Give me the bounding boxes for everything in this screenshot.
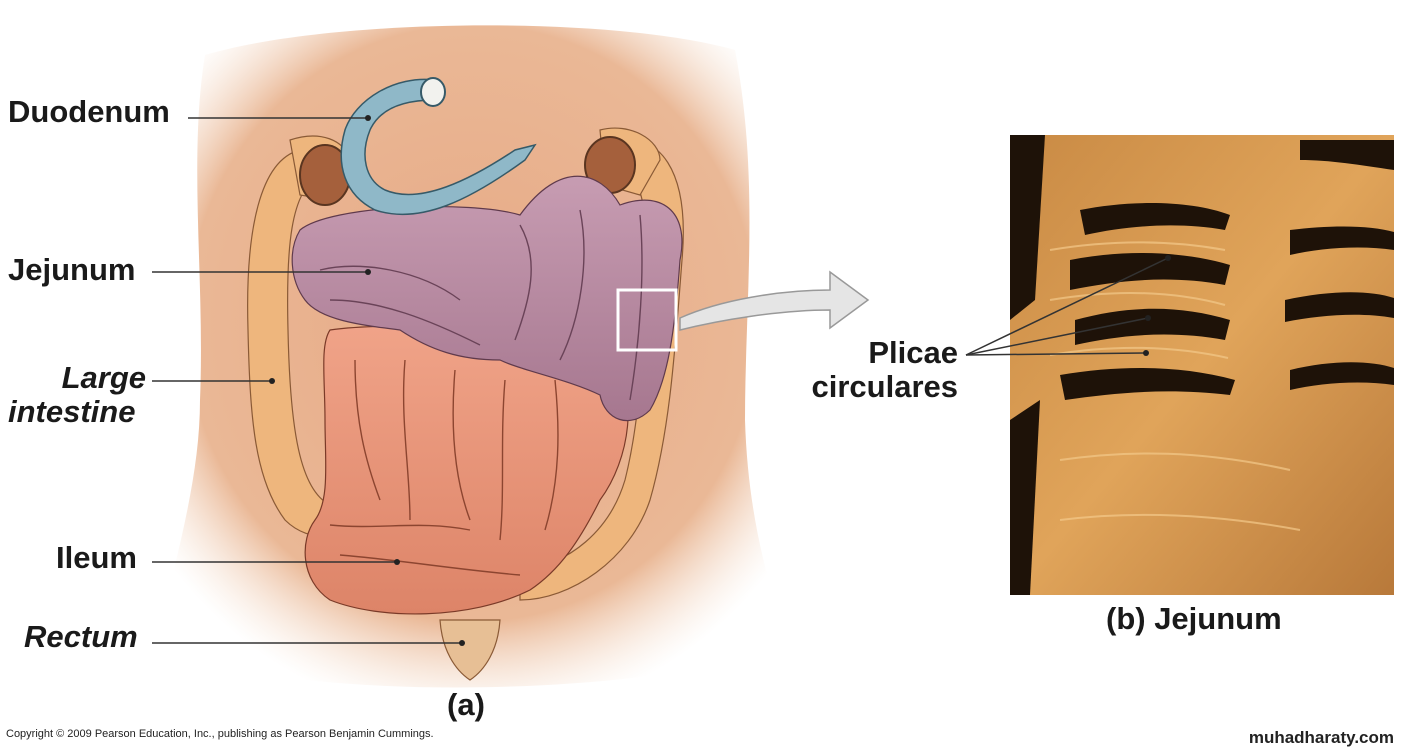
leader-dots [269,115,1171,646]
panel-b-caption: (b) Jejunum [1106,601,1282,636]
duodenum-cut [420,77,446,107]
label-large-intestine-line2: intestine [8,394,136,429]
label-plicae-line2: circulares [811,369,959,404]
label-rectum: Rectum [24,619,138,654]
jejunum-folds [319,209,643,401]
panel-a-caption: (a) [447,687,485,722]
label-ileum: Ileum [56,540,137,575]
label-duodenum: Duodenum [8,94,170,129]
label-plicae-line1: Plicae [868,335,958,370]
label-large-intestine-line1: Large [61,360,146,395]
jejunum [291,175,683,422]
leader-lines [152,117,1169,644]
highlight-box [616,288,678,352]
rectum [439,619,501,681]
duodenum [340,78,537,216]
ileum-folds [329,359,559,576]
jejunum-photo [1010,135,1394,595]
callout-arrow [679,270,870,331]
watermark-text: muhadharaty.com [1248,728,1394,747]
copyright-text: Copyright © 2009 Pearson Education, Inc.… [6,728,434,740]
label-jejunum: Jejunum [8,252,136,287]
